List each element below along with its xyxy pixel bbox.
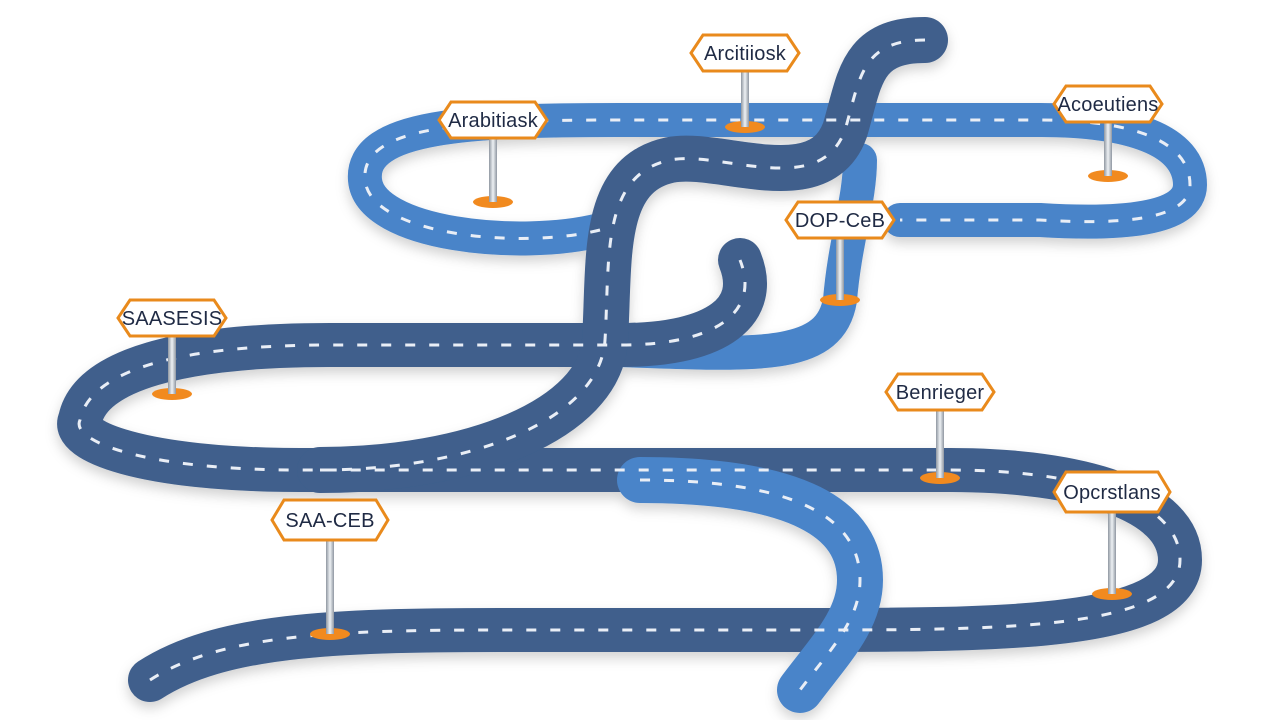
signpost-accentions: Acoeutiens — [1052, 84, 1164, 182]
road-network — [57, 17, 1208, 713]
sign-label: SAASESIS — [122, 308, 223, 330]
road-lower-branch — [617, 457, 884, 713]
signpost-arbitiask: Arabitiask — [437, 100, 549, 208]
pole — [326, 538, 334, 634]
pole — [936, 410, 944, 478]
sign-board — [784, 200, 896, 240]
signpost-dop-ceb: DOP-CeB — [784, 200, 896, 306]
sign-board — [689, 33, 801, 73]
pole — [836, 238, 844, 300]
sign-board — [437, 100, 549, 140]
sign-label: DOP-CeB — [795, 210, 885, 232]
sign-board — [1052, 470, 1172, 514]
sign-board — [1052, 84, 1164, 124]
lane-markings — [77, 38, 1192, 691]
sign-board — [884, 372, 996, 412]
sign-label: Benrieger — [896, 382, 985, 404]
signpost-saasesis: SAASESIS — [116, 298, 228, 400]
sign-label: Arabitiask — [448, 110, 539, 132]
pole — [168, 336, 176, 394]
sign-label: Arcitiiosk — [704, 43, 787, 65]
sign-label: Opcrstlans — [1063, 482, 1161, 504]
signpost-benriever: Benrieger — [884, 372, 996, 484]
signpost-saa-ceb: SAA-CEB — [270, 498, 390, 640]
signpost-operstlans: Opcrstlans — [1052, 470, 1172, 600]
sign-board — [270, 498, 390, 542]
pole — [489, 138, 497, 202]
sign-label: SAA-CEB — [285, 510, 374, 532]
signpost-arcitinsk: Arcitiiosk — [689, 33, 801, 133]
sign-board — [116, 298, 228, 338]
pole — [1104, 122, 1112, 176]
sign-label: Acoeutiens — [1058, 94, 1159, 116]
pole — [741, 71, 749, 127]
pole — [1108, 510, 1116, 594]
